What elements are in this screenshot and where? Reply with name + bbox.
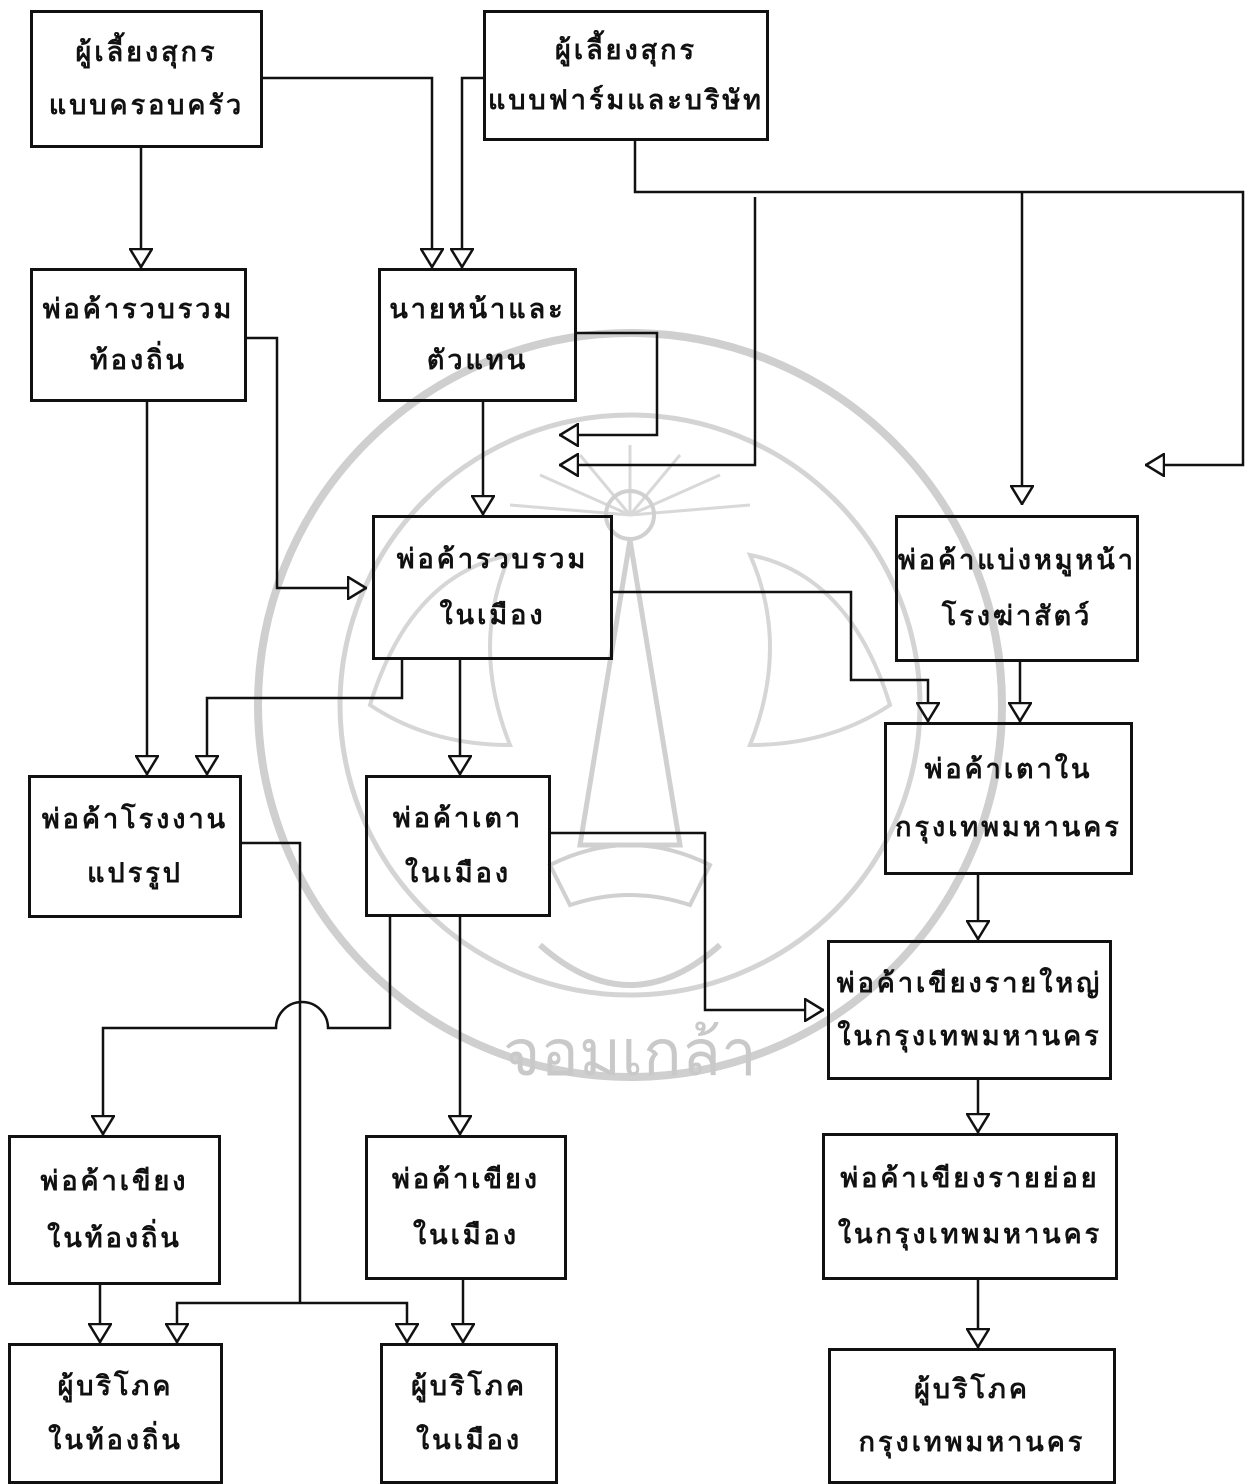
edge-city-collector-to-processing: [207, 660, 404, 775]
edge-family-to-broker: [263, 76, 432, 268]
node-local-butcher: พ่อค้าเขียง ในท้องถิ่น: [8, 1135, 221, 1285]
edge-processing-to-local-consumer: [177, 1301, 300, 1343]
edge-processing-to-consumers: [242, 841, 302, 1303]
node-city-consumer: ผู้บริโภค ในเมือง: [380, 1343, 558, 1484]
node-label-line2: กรุงเทพมหานคร: [858, 1426, 1086, 1458]
edge-city-stall-to-bkk-wholesale: [551, 831, 824, 1010]
node-label-line2: กรุงเทพมหานคร: [895, 812, 1122, 843]
node-label-line1: พ่อค้าเขียง: [392, 1164, 540, 1196]
node-bkk-retail: พ่อค้าเขียงรายย่อย ในกรุงเทพมหานคร: [822, 1133, 1118, 1280]
node-city-butcher: พ่อค้าเขียง ในเมือง: [365, 1135, 567, 1280]
node-label-line1: พ่อค้าเตาใน: [924, 754, 1093, 785]
node-label-line1: ผู้บริโภค: [914, 1374, 1030, 1406]
node-label-line2: ในเมือง: [404, 857, 512, 889]
node-local-consumer: ผู้บริโภค ในท้องถิ่น: [8, 1343, 223, 1484]
node-label-line2: ในเมือง: [415, 1425, 523, 1456]
node-city-collector: พ่อค้ารวบรวม ในเมือง: [372, 515, 613, 660]
edge-processing-to-city-consumer: [300, 1301, 407, 1343]
node-label-line2: แบบฟาร์มและบริษัท: [488, 85, 764, 117]
edge-city-stall-to-local-butcher: [103, 917, 392, 1135]
node-label-line2: ในกรุงเทพมหานคร: [837, 1219, 1103, 1250]
edge-local-collector-to-city-collector: [247, 336, 367, 588]
node-bkk-consumer: ผู้บริโภค กรุงเทพมหานคร: [828, 1348, 1116, 1484]
node-label-line1: พ่อค้าแบ่งหมูหน้า: [898, 545, 1136, 576]
node-label-line2: ในเมือง: [439, 599, 546, 631]
node-label-line1: พ่อค้าเขียง: [40, 1166, 189, 1197]
node-label-line2: ท้องถิ่น: [89, 345, 187, 377]
node-company-farmer: ผู้เลี้ยงสุกร แบบฟาร์มและบริษัท: [483, 10, 769, 141]
node-label-line2: ในกรุงเทพมหานคร: [837, 1021, 1102, 1053]
edge-company-bus: [633, 140, 1245, 465]
node-label-line2: ในท้องถิ่น: [48, 1425, 183, 1456]
node-label-line1: พ่อค้าเขียงรายใหญ่: [836, 967, 1103, 999]
node-city-stall: พ่อค้าเตา ในเมือง: [365, 775, 551, 917]
node-bkk-stall: พ่อค้าเตาใน กรุงเทพมหานคร: [884, 722, 1133, 875]
node-local-collector: พ่อค้ารวบรวม ท้องถิ่น: [30, 268, 247, 402]
edge-broker-to-city-stall: [559, 331, 659, 435]
node-processing-plant: พ่อค้าโรงงาน แปรรูป: [28, 775, 242, 918]
node-label-line1: ผู้บริโภค: [57, 1371, 174, 1402]
node-label-line1: พ่อค้ารวบรวม: [396, 544, 589, 576]
node-label-line1: พ่อค้าเขียงรายย่อย: [840, 1163, 1100, 1194]
node-label-line1: ผู้บริโภค: [411, 1371, 527, 1402]
node-label-line2: ตัวแทน: [426, 345, 529, 377]
node-label-line2: ในเมือง: [412, 1219, 520, 1251]
node-label-line1: นายหน้าและ: [389, 293, 566, 325]
node-label-line2: แบบครอบครัว: [48, 90, 245, 121]
node-broker-agent: นายหน้าและ ตัวแทน: [378, 268, 577, 402]
node-label-line2: แปรรูป: [87, 858, 183, 890]
edge-city-collector-to-bkk-stall: [613, 590, 928, 722]
node-label-line2: ในท้องถิ่น: [47, 1223, 182, 1254]
node-label-line1: ผู้เลี้ยงสุกร: [75, 37, 218, 68]
edge-company-to-city-stall-2: [559, 197, 757, 465]
node-label-line1: พ่อค้าโรงงาน: [41, 803, 229, 835]
node-label-line1: พ่อค้าเตา: [392, 803, 524, 835]
node-label-line1: พ่อค้ารวบรวม: [42, 293, 235, 325]
edge-company-to-broker: [462, 76, 483, 268]
node-family-farmer: ผู้เลี้ยงสุกร แบบครอบครัว: [30, 10, 263, 148]
node-label-line1: ผู้เลี้ยงสุกร: [555, 34, 697, 66]
node-slaughter-divider: พ่อค้าแบ่งหมูหน้า โรงฆ่าสัตว์: [895, 515, 1139, 662]
node-label-line2: โรงฆ่าสัตว์: [941, 601, 1093, 632]
node-bkk-wholesale: พ่อค้าเขียงรายใหญ่ ในกรุงเทพมหานคร: [827, 940, 1112, 1080]
